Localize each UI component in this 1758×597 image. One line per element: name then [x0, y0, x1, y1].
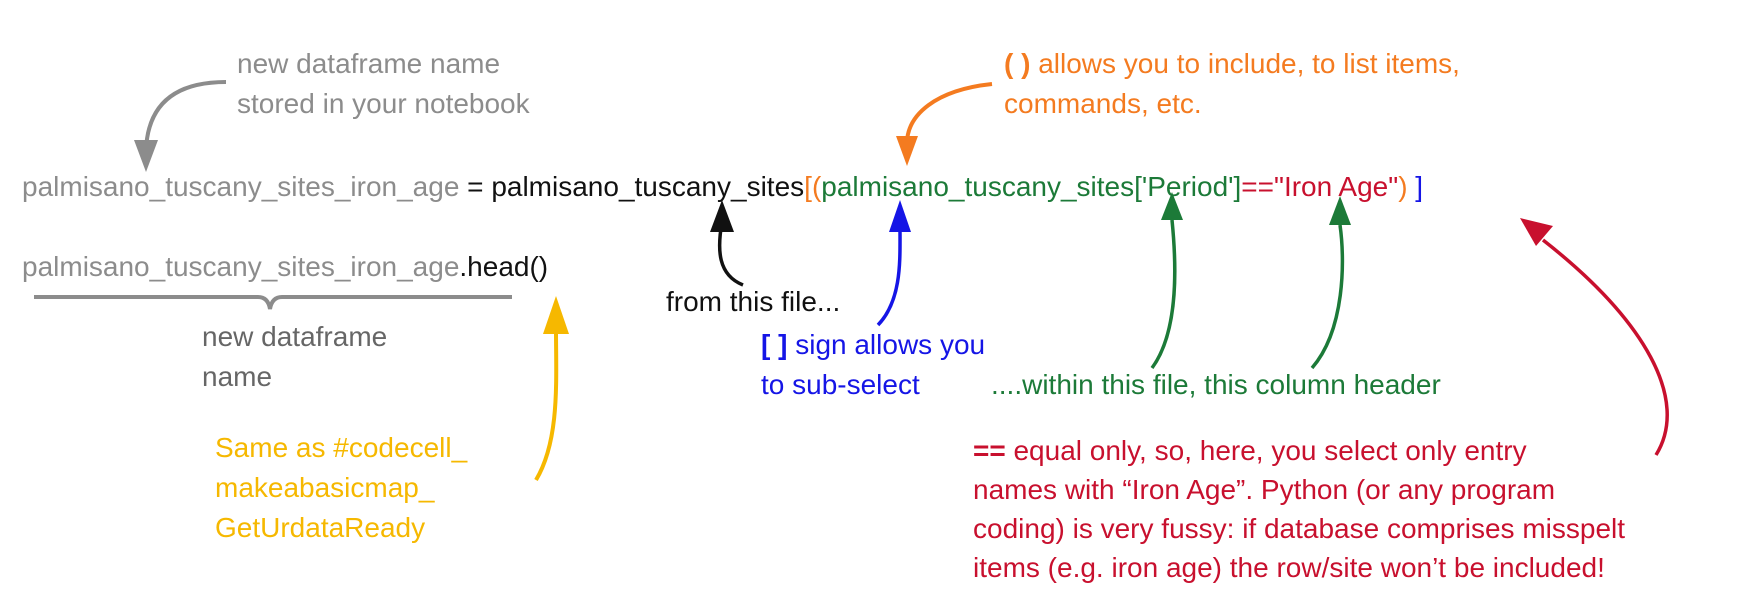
- equals-note-line4: items (e.g. iron age) the row/site won’t…: [973, 552, 1605, 583]
- new-name-arrow: [144, 80, 227, 151]
- paren-close: ): [1398, 171, 1408, 202]
- brackets-annotation: [ ] sign allows you to sub-select: [761, 325, 985, 405]
- brackets-text-line1: sign allows you: [787, 329, 986, 360]
- parens-annotation: ( ) allows you to include, to list items…: [1004, 44, 1460, 124]
- parens-symbol: ( ): [1004, 48, 1031, 79]
- same-as-line2: makeabasicmap_: [215, 472, 435, 503]
- inner-source-df: palmisano_tuscany_sites: [821, 171, 1135, 202]
- new-df-stored-line1: new dataframe name: [237, 48, 501, 79]
- column-close: ']: [1228, 171, 1242, 202]
- same-as-arrow: [534, 329, 559, 482]
- head-method: .head(): [459, 251, 549, 282]
- bracket-open: [: [804, 171, 812, 202]
- from-file-annotation: from this file...: [666, 286, 841, 317]
- equals-note-line3: coding) is very fussy: if database compr…: [973, 513, 1626, 544]
- column-header-arrowhead: [1329, 196, 1351, 225]
- within-file-arrow: [1150, 219, 1177, 370]
- new-df-name: palmisano_tuscany_sites_iron_age: [22, 171, 460, 202]
- from-file-arrowhead: [710, 200, 734, 232]
- new-df-stored-annotation: new dataframe name stored in your notebo…: [237, 44, 530, 124]
- paren-open: (: [811, 171, 822, 202]
- parens-arrowhead: [896, 136, 918, 166]
- same-as-annotation: Same as #codecell_ makeabasicmap_ GetUrd…: [215, 428, 467, 548]
- new-df-name-line1: new dataframe: [202, 321, 388, 352]
- new-name-arrowhead: [134, 140, 158, 172]
- within-file-arrowhead: [1161, 192, 1183, 220]
- column-open: [': [1134, 171, 1148, 202]
- head-df-name: palmisano_tuscany_sites_iron_age: [22, 251, 460, 282]
- new-df-stored-line2: stored in your notebook: [237, 88, 530, 119]
- new-df-name-annotation: new dataframe name: [202, 317, 387, 397]
- source-df: palmisano_tuscany_sites: [491, 171, 805, 202]
- new-df-name-line2: name: [202, 361, 273, 392]
- equals-annotation: == equal only, so, here, you select only…: [973, 431, 1625, 587]
- filter-value: "Iron Age": [1274, 171, 1399, 202]
- brackets-arrow: [876, 227, 902, 327]
- equals-note-line1: equal only, so, here, you select only en…: [1005, 435, 1527, 466]
- same-as-arrowhead: [543, 296, 569, 334]
- brackets-arrowhead: [889, 200, 911, 232]
- code-line-1: palmisano_tuscany_sites_iron_age = palmi…: [22, 173, 1423, 201]
- brackets-symbol: [ ]: [761, 329, 788, 360]
- parens-text-line1: allows you to include, to list items,: [1030, 48, 1460, 79]
- within-file-annotation: ....within this file, this column header: [991, 369, 1441, 400]
- brackets-text-line2: to sub-select: [761, 369, 920, 400]
- bracket-close: ]: [1407, 171, 1424, 202]
- equals-symbol: ==: [973, 435, 1006, 466]
- same-as-line1: Same as #codecell_: [215, 432, 468, 463]
- equals-op: ==: [1241, 171, 1274, 202]
- same-as-line3: GetUrdataReady: [215, 512, 426, 543]
- column-name: Period: [1147, 171, 1229, 202]
- parens-text-line2: commands, etc.: [1004, 88, 1202, 119]
- parens-arrow: [905, 82, 993, 143]
- name-brace: [34, 295, 512, 310]
- equals-note-line2: names with “Iron Age”. Python (or any pr…: [973, 474, 1556, 505]
- column-header-arrow: [1310, 224, 1345, 370]
- assign-op: =: [459, 171, 492, 202]
- equals-arrowhead: [1520, 218, 1553, 246]
- code-line-2: palmisano_tuscany_sites_iron_age.head(): [22, 253, 548, 281]
- equals-arrow: [1541, 238, 1669, 456]
